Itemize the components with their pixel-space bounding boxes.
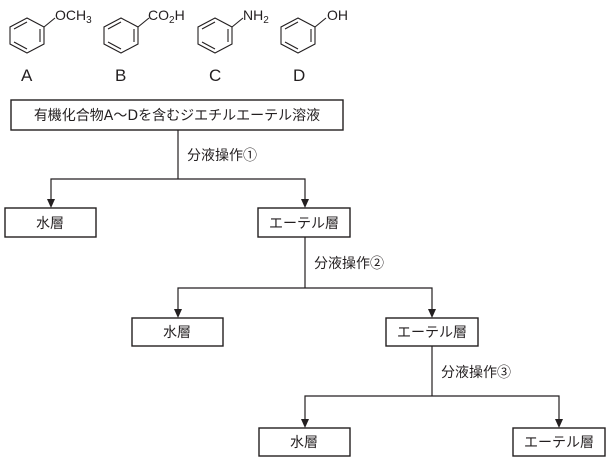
arrow-down-icon [174, 309, 182, 318]
benzene-ring-c [197, 17, 244, 54]
arrow-down-icon [301, 199, 309, 208]
substituent-c: NH2 [243, 7, 269, 26]
substituent-b: CO2H [148, 7, 185, 26]
ether-layer-box-1 [257, 207, 351, 238]
arrow-down-icon [47, 199, 55, 208]
ether-layer-box-3 [512, 427, 606, 457]
label-d: D [293, 66, 305, 85]
compound-d: OH D [280, 7, 348, 85]
operation-2-label: 分液操作② [314, 256, 384, 272]
water-layer-box-2 [131, 317, 224, 347]
operation-3-label: 分液操作③ [441, 365, 511, 381]
operation-1-connector [47, 130, 309, 208]
label-b: B [115, 66, 126, 85]
ether-layer-label-1: エーテル層 [269, 216, 339, 232]
label-c: C [209, 66, 221, 85]
water-layer-label-2: 水層 [163, 325, 191, 341]
arrow-down-icon [301, 419, 309, 428]
water-layer-box-1 [4, 207, 97, 238]
start-solution-label: 有機化合物A～Dを含むジエチルエーテル溶液 [34, 108, 320, 124]
substituent-d: OH [327, 7, 348, 23]
compound-b: CO2H B [103, 7, 185, 85]
benzene-ring-d [280, 17, 327, 54]
benzene-ring-b [103, 17, 150, 54]
arrow-down-icon [428, 309, 436, 318]
operation-1-label: 分液操作① [187, 148, 257, 164]
label-a: A [21, 66, 33, 85]
operation-3-connector [301, 346, 563, 428]
water-layer-box-3 [258, 427, 351, 457]
start-solution-box [10, 99, 344, 131]
ether-layer-box-2 [385, 317, 479, 347]
compound-a: OCH3 A [9, 7, 92, 85]
compound-c: NH2 C [197, 7, 269, 85]
water-layer-label-1: 水層 [36, 216, 64, 232]
ether-layer-label-2: エーテル層 [397, 325, 467, 341]
ether-layer-label-3: エーテル層 [524, 435, 594, 451]
benzene-ring-a [9, 17, 56, 54]
operation-2-connector [174, 237, 436, 318]
water-layer-label-3: 水層 [290, 435, 318, 451]
substituent-a: OCH3 [55, 7, 92, 26]
arrow-down-icon [555, 419, 563, 428]
